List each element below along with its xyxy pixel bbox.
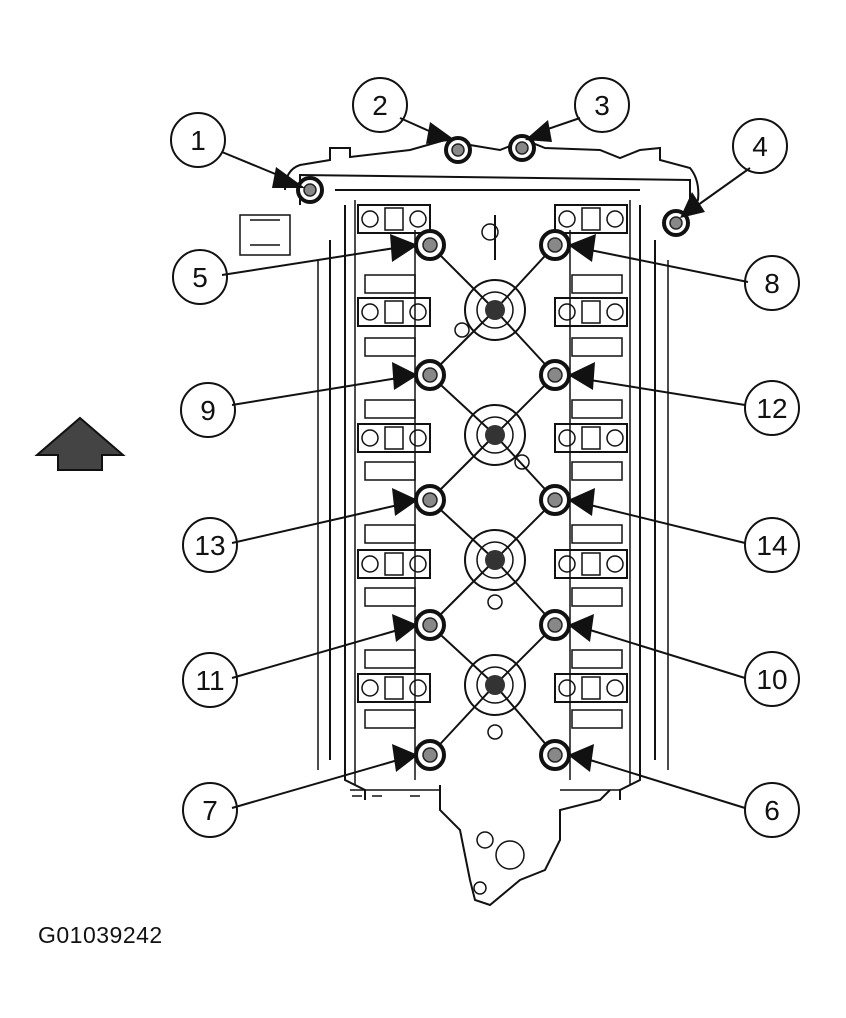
bolt-12 (539, 359, 571, 391)
leader-5 (221, 234, 418, 276)
callout-6: 6 (744, 782, 800, 838)
svg-text:7: 7 (202, 795, 218, 826)
plug-well-4 (464, 654, 526, 740)
bolt-8 (539, 229, 571, 261)
svg-text:6: 6 (764, 795, 780, 826)
bolt-13 (414, 484, 446, 516)
svg-text:9: 9 (200, 395, 216, 426)
svg-text:3: 3 (594, 90, 610, 121)
leader-9 (231, 362, 418, 406)
callout-10: 10 (744, 651, 800, 707)
bolt-6 (539, 739, 571, 771)
leader-4 (680, 167, 751, 218)
cam-cap-row-2 (357, 297, 628, 327)
callout-13: 13 (182, 517, 238, 573)
bolt-1 (296, 176, 324, 204)
bolt-3 (508, 134, 536, 162)
callout-1: 1 (170, 112, 226, 168)
bolt-11 (414, 609, 446, 641)
cam-bearing-caps (357, 204, 628, 729)
plug-well-3 (464, 529, 526, 610)
bolt-9 (414, 359, 446, 391)
svg-text:14: 14 (756, 530, 787, 561)
leader-13 (231, 488, 418, 544)
svg-text:5: 5 (192, 262, 208, 293)
callout-4: 4 (732, 118, 788, 174)
callout-2: 2 (352, 77, 408, 133)
bolt-7 (414, 739, 446, 771)
figure-id: G01039242 (38, 922, 163, 948)
leader-lines (221, 117, 751, 809)
callout-3: 3 (574, 77, 630, 133)
leader-7 (231, 744, 418, 809)
leader-14 (568, 488, 746, 544)
bolt-10 (539, 609, 571, 641)
cam-cap-row-3 (357, 423, 628, 453)
cam-cap-row-4 (357, 549, 628, 579)
engine-head-drawing (239, 138, 700, 907)
leader-11 (231, 614, 418, 679)
callout-14: 14 (744, 517, 800, 573)
callout-9: 9 (180, 382, 236, 438)
callout-8: 8 (744, 255, 800, 311)
plug-well-2 (464, 404, 530, 470)
svg-text:10: 10 (756, 664, 787, 695)
callouts: 1 2 3 4 5 8 9 12 13 14 11 10 7 6 (170, 77, 800, 838)
callout-11: 11 (182, 652, 238, 708)
callout-7: 7 (182, 782, 238, 838)
svg-text:1: 1 (190, 125, 206, 156)
leader-12 (568, 362, 746, 406)
svg-text:13: 13 (194, 530, 225, 561)
bolt-2 (444, 136, 472, 164)
cam-cap-row-1 (357, 204, 628, 234)
leader-1 (221, 151, 305, 188)
front-direction-arrow-icon (34, 416, 126, 471)
leader-3 (525, 117, 581, 142)
leader-2 (399, 117, 455, 144)
callout-5: 5 (172, 249, 228, 305)
bolt-5 (414, 229, 446, 261)
spark-plug-wells (429, 215, 556, 756)
bolt-14 (539, 484, 571, 516)
leader-8 (568, 234, 749, 283)
svg-text:8: 8 (764, 268, 780, 299)
plug-well-1 (454, 279, 526, 341)
cam-cap-row-5 (357, 673, 628, 703)
svg-text:4: 4 (752, 131, 768, 162)
svg-text:12: 12 (756, 393, 787, 424)
svg-text:2: 2 (372, 90, 388, 121)
svg-text:11: 11 (195, 665, 224, 696)
callout-12: 12 (744, 380, 800, 436)
leader-10 (568, 614, 746, 679)
leader-6 (568, 744, 746, 809)
